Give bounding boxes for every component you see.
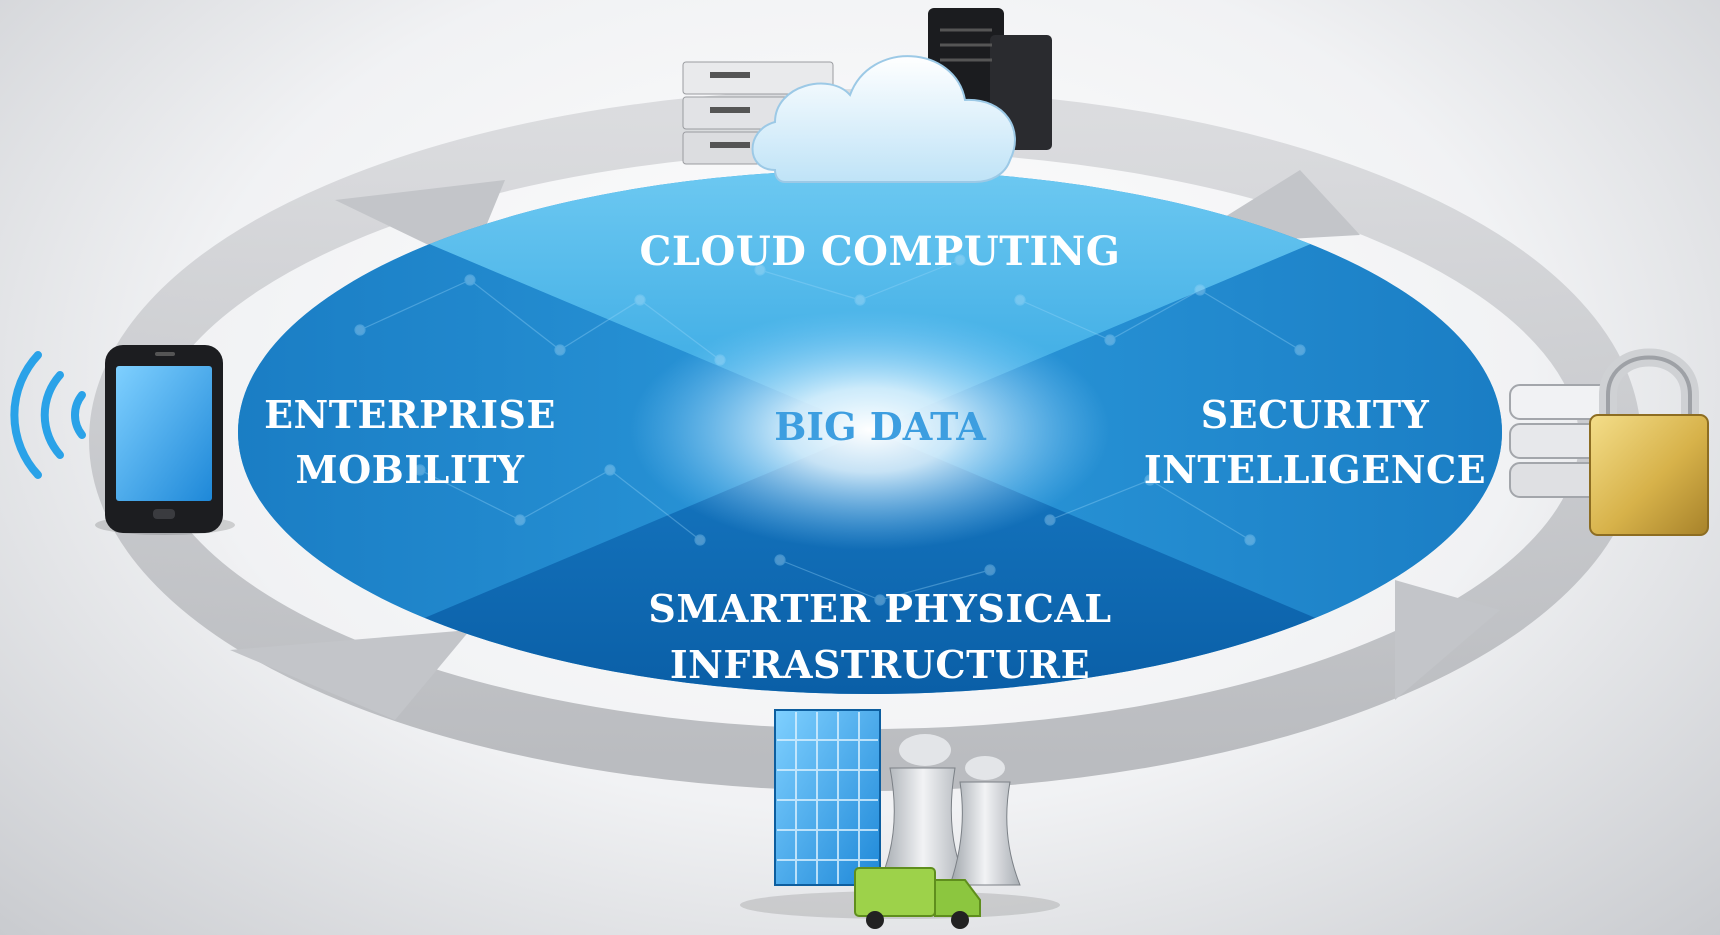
smartphone-wireless-icon	[10, 345, 235, 535]
arrow-bottom-left	[230, 630, 470, 720]
wireless-waves-icon	[10, 351, 86, 479]
label-infrastructure: INFRASTRUCTURE	[670, 642, 1090, 687]
label-mobility: MOBILITY	[296, 447, 525, 492]
segment-top	[238, 170, 1502, 430]
center-glow	[630, 310, 1110, 550]
city-industry-truck-icon	[740, 709, 1060, 929]
cloud-servers-icon	[682, 8, 1052, 183]
cooling-tower-icon	[877, 734, 1021, 886]
database-icon	[1509, 384, 1616, 498]
label-cloud-computing: CLOUD COMPUTING	[640, 228, 1121, 275]
label-enterprise: ENTERPRISE	[264, 392, 556, 437]
label-security: SECURITY	[1201, 392, 1430, 437]
phone-screen	[116, 366, 212, 501]
big-data-disc	[238, 170, 1502, 694]
cloud-icon	[751, 55, 1016, 183]
segment-right	[870, 170, 1502, 694]
truck-icon	[854, 867, 981, 929]
arrow-bottom-right	[1395, 580, 1500, 700]
database-padlock-icon	[1509, 348, 1709, 536]
label-smarter-physical: SMARTER PHYSICAL	[648, 586, 1111, 631]
office-building-icon	[774, 709, 881, 886]
segment-bottom	[238, 430, 1502, 694]
segment-left	[238, 170, 870, 694]
label-intelligence: INTELLIGENCE	[1144, 447, 1486, 492]
label-big-data: BIG DATA	[774, 404, 986, 449]
padlock-icon	[1589, 348, 1709, 536]
